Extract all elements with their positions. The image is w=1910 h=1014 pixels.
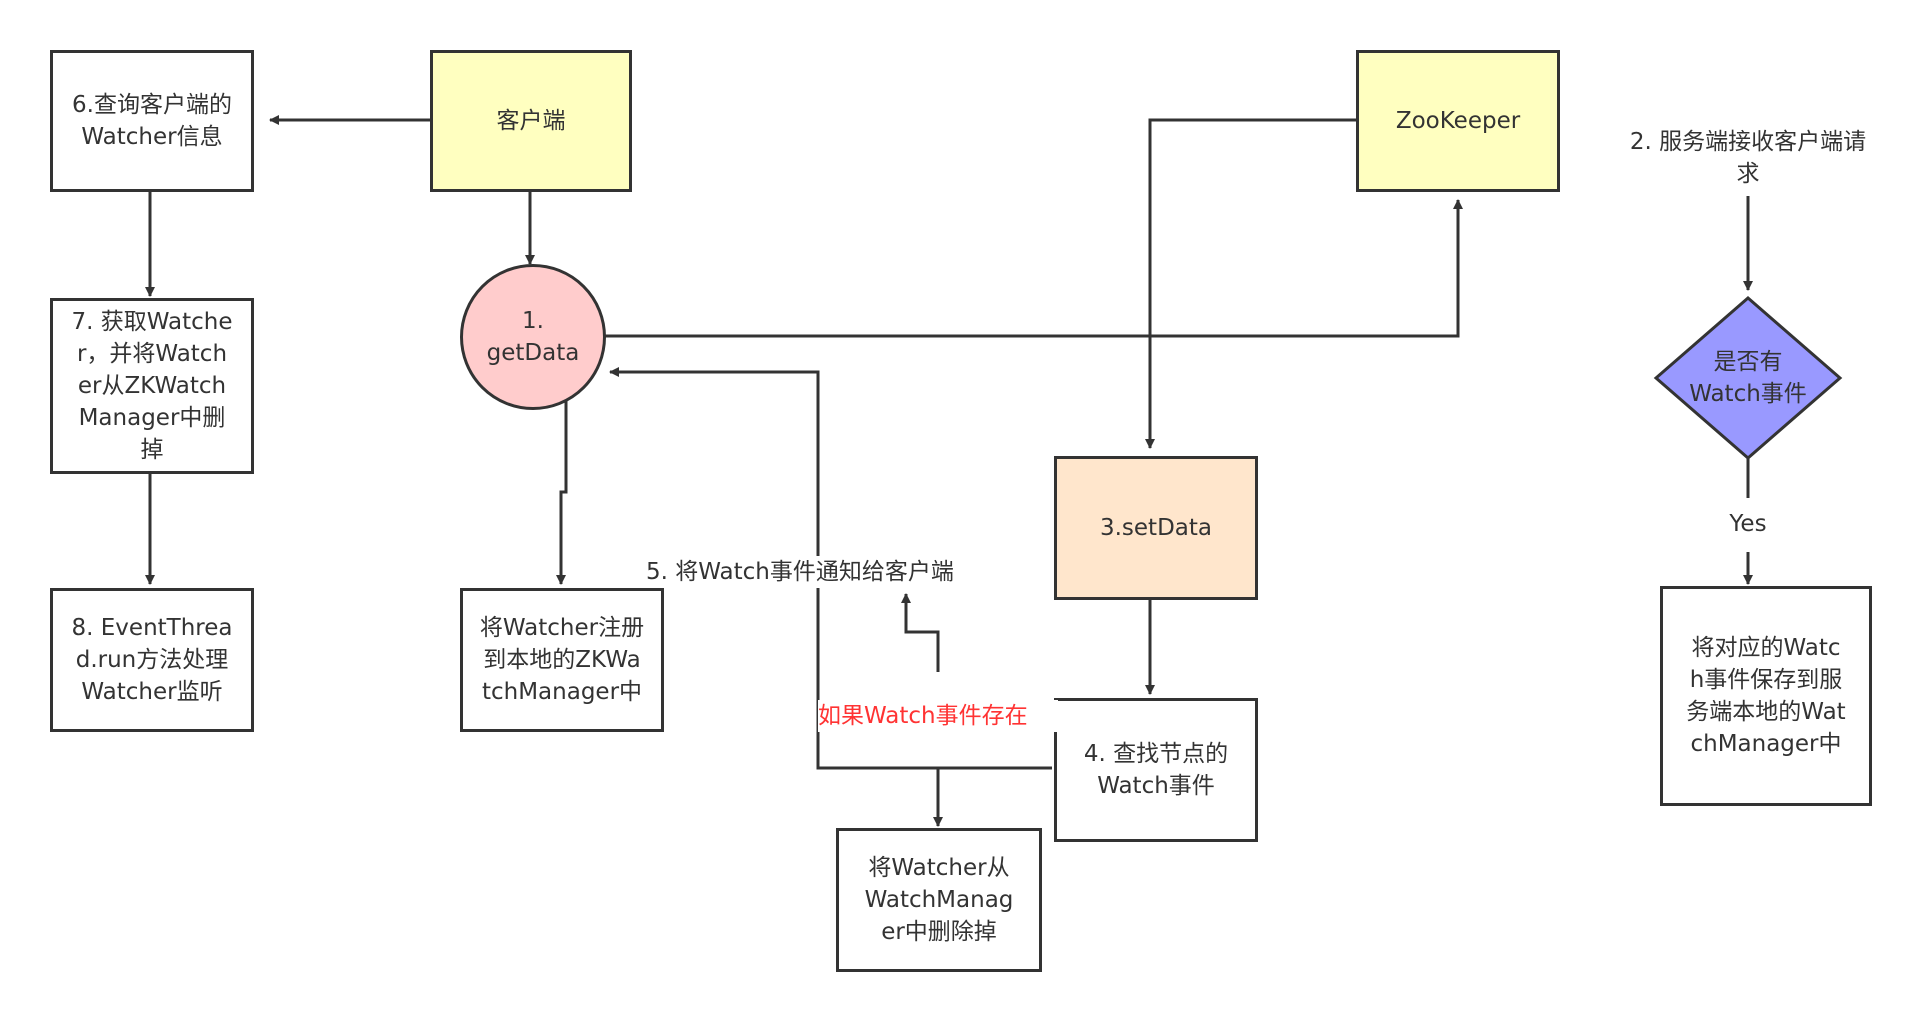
client-node: 客户端 <box>430 50 632 192</box>
setdata-node: 3.setData <box>1054 456 1258 600</box>
has-watch-label: 是否有 Watch事件 <box>1689 349 1807 407</box>
get-watcher-node: 7. 获取Watcher，并将Watcher从ZKWatchManager中删掉 <box>50 298 254 474</box>
edge-getdata-to-zookeeper <box>604 199 1463 338</box>
notify-client-label: 5. 将Watch事件通知给客户端 <box>646 556 1006 588</box>
find-event-node: 4. 查找节点的Watch事件 <box>1054 698 1258 842</box>
save-watch-node: 将对应的Watch事件保存到服务端本地的WatchManager中 <box>1660 586 1872 806</box>
server-receive-label: 2. 服务端接收客户端请求 <box>1629 129 1867 187</box>
if-exists-label: 如果Watch事件存在 <box>818 700 1058 732</box>
query-client-node: 6.查询客户端的Watcher信息 <box>50 50 254 192</box>
edge-getdata-to-register <box>556 400 568 585</box>
register-local-node: 将Watcher注册到本地的ZKWatchManager中 <box>460 588 664 732</box>
edge-zookeeper-to-setdata <box>1145 118 1356 449</box>
event-thread-node: 8. EventThread.run方法处理Watcher监听 <box>50 588 254 732</box>
remove-watch-node: 将Watcher从WatchManager中删除掉 <box>836 828 1042 972</box>
getdata-node: 1. getData <box>460 264 606 410</box>
has-watch-diamond <box>1653 296 1843 460</box>
yes-label: Yes <box>1718 508 1778 540</box>
edge-small-bend <box>901 593 940 672</box>
zookeeper-node: ZooKeeper <box>1356 50 1560 192</box>
